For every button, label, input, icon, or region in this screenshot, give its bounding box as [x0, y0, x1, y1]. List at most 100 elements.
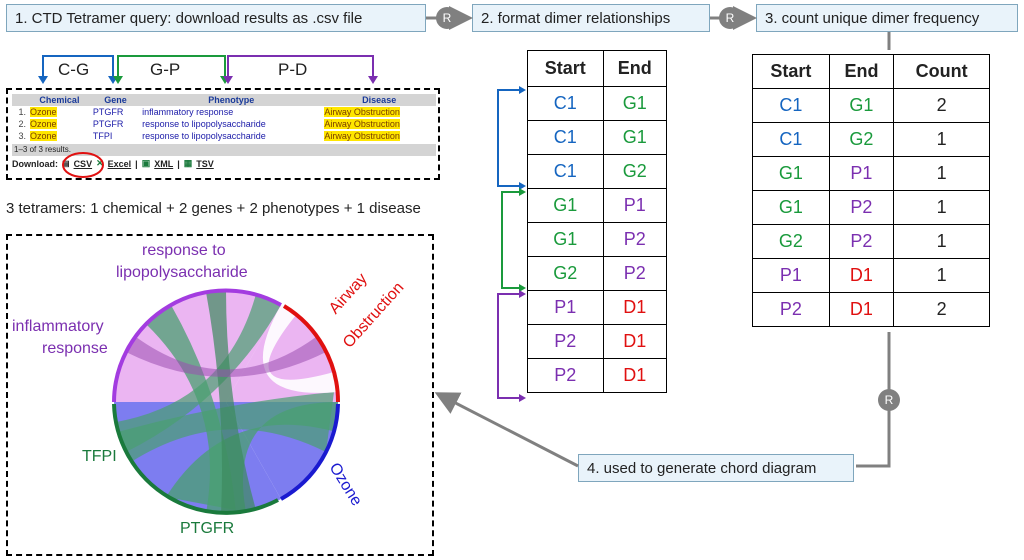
dimer-start-cell: P2	[527, 358, 604, 393]
count-start-cell: P2	[752, 292, 830, 327]
step-4-text: 4. used to generate chord diagram	[587, 459, 817, 477]
xml-download-link[interactable]: XML	[154, 158, 174, 169]
arc-chemical-rim	[280, 403, 340, 501]
chemical-link[interactable]: Ozone	[30, 107, 57, 117]
dimer-start-cell: C1	[527, 154, 604, 189]
count-start-cell: G1	[752, 156, 830, 191]
ctd-header-gene[interactable]: Gene	[90, 94, 141, 106]
count-start-cell: G2	[752, 224, 830, 259]
chemical-link[interactable]: Ozone	[30, 131, 57, 141]
count-end-cell: G1	[828, 88, 895, 123]
dimer-start-cell: P2	[527, 324, 604, 359]
ctd-header-chemical[interactable]: Chemical	[28, 94, 91, 106]
dimer-brackets	[497, 86, 526, 402]
dimer-start-cell: G2	[527, 256, 604, 291]
chord-ozone-ptgfr	[166, 402, 338, 512]
ctd-header-index	[12, 94, 28, 106]
arc-phenotype-rim	[112, 288, 282, 403]
count-value-cell: 2	[893, 292, 990, 327]
download-bar: Download: ▤ CSV ✕ Excel | ▣ XML | ▦ TSV	[12, 158, 214, 169]
chord-diagram	[112, 288, 341, 515]
pair-label-cg: C-G	[58, 60, 90, 79]
gene-link[interactable]: PTGFR	[92, 107, 124, 117]
count-value-cell: 1	[893, 224, 990, 259]
dimer-header-start: Start	[527, 50, 604, 87]
dimer-end-cell: P1	[602, 188, 668, 223]
csv-highlight-circle	[62, 152, 104, 178]
dimer-end-cell: D1	[602, 290, 668, 325]
table-row: 2. Ozone PTGFR response to lipopolysacch…	[12, 118, 436, 130]
count-end-cell: G2	[828, 122, 895, 157]
xml-icon: ▣	[141, 158, 151, 168]
chord-label-lps-2: lipopolysaccharide	[116, 264, 248, 281]
pair-brackets	[38, 55, 378, 84]
count-start-cell: C1	[752, 88, 830, 123]
arc-gene-rim	[112, 403, 279, 515]
ctd-results-table: Chemical Gene Phenotype Disease 1. Ozone…	[12, 94, 436, 142]
phenotype-link[interactable]: inflammatory response	[142, 107, 234, 117]
phenotype-link[interactable]: response to lipopolysaccharide	[142, 131, 266, 141]
chord-inflammatory-airway	[126, 337, 326, 377]
gene-link[interactable]: TFPI	[92, 131, 113, 141]
chemical-link[interactable]: Ozone	[30, 119, 57, 129]
tsv-download-link[interactable]: TSV	[196, 158, 214, 169]
count-end-cell: P1	[828, 156, 895, 191]
dimer-end-cell: D1	[602, 358, 668, 393]
step-3-text: 3. count unique dimer frequency	[765, 9, 980, 27]
excel-icon: ✕	[96, 158, 104, 168]
count-end-cell: P2	[828, 190, 895, 225]
dimer-header-end: End	[602, 50, 668, 87]
r-badge-1: R	[436, 7, 458, 29]
ctd-header-phenotype[interactable]: Phenotype	[140, 94, 323, 106]
excel-download-link[interactable]: Excel	[107, 158, 132, 169]
chord-label-tfpi: TFPI	[82, 448, 117, 465]
csv-icon: ▤	[62, 159, 70, 168]
r-badge-2: R	[719, 7, 741, 29]
chord-label-ptgfr: PTGFR	[180, 520, 235, 537]
ctd-header-disease[interactable]: Disease	[322, 94, 436, 106]
dimer-start-cell: C1	[527, 86, 604, 121]
tetramer-summary: 3 tetramers: 1 chemical + 2 genes + 2 ph…	[6, 200, 421, 217]
disease-link[interactable]: Airway Obstruction	[324, 119, 400, 129]
r-badge-3: R	[878, 389, 900, 411]
chord-tfpi-lps	[116, 294, 281, 452]
gene-link[interactable]: PTGFR	[92, 119, 124, 129]
count-value-cell: 1	[893, 156, 990, 191]
table-row: 3. Ozone TFPI response to lipopolysaccha…	[12, 130, 436, 142]
count-value-cell: 1	[893, 258, 990, 293]
dimer-end-cell: D1	[602, 324, 668, 359]
arc-disease-rim	[282, 304, 341, 403]
count-header-end: End	[828, 54, 895, 89]
disease-link[interactable]: Airway Obstruction	[324, 107, 400, 117]
chord-diagram-panel	[6, 234, 434, 556]
phenotype-link[interactable]: response to lipopolysaccharide	[142, 119, 266, 129]
step-3-box: 3. count unique dimer frequency	[756, 4, 1018, 32]
count-end-cell: P2	[828, 224, 895, 259]
row-index: 3.	[18, 131, 26, 141]
count-value-cell: 2	[893, 88, 990, 123]
count-value-cell: 1	[893, 122, 990, 157]
pair-label-pd: P-D	[278, 60, 308, 79]
dimer-end-cell: G1	[602, 120, 668, 155]
row-index: 2.	[18, 119, 26, 129]
separator: |	[135, 158, 138, 169]
csv-download-link[interactable]: CSV	[73, 158, 93, 169]
dimer-start-cell: G1	[527, 222, 604, 257]
disease-link[interactable]: Airway Obstruction	[324, 131, 400, 141]
count-start-cell: G1	[752, 190, 830, 225]
count-end-cell: D1	[828, 292, 895, 327]
chord-label-inflammatory-2: response	[42, 340, 108, 357]
